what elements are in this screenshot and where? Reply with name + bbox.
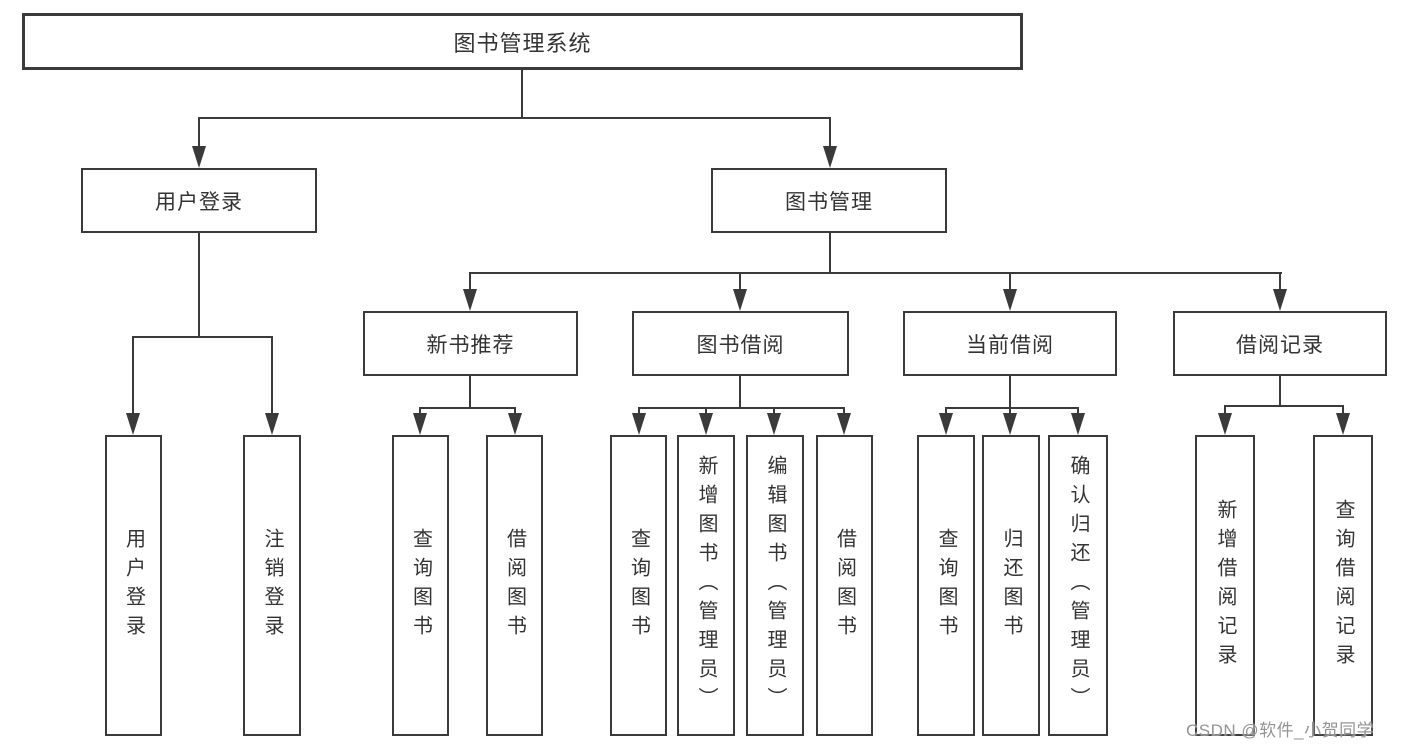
connector-borrow-records-stem bbox=[1279, 376, 1281, 405]
node-borrowing-records-label: 借阅记录 bbox=[1236, 333, 1324, 357]
leaf-add-books-admin: 新增图书（管理员） bbox=[677, 435, 735, 736]
node-new-book-recommend-label: 新书推荐 bbox=[426, 333, 515, 357]
arrowhead-leaf-4 bbox=[508, 413, 522, 435]
connector-new-books-stem bbox=[469, 376, 471, 407]
leaf-borrow-books-1-label: 借阅图书 bbox=[503, 527, 526, 644]
leaf-edit-books-admin: 编辑图书（管理员） bbox=[746, 435, 804, 736]
leaf-borrow-books-2: 借阅图书 bbox=[816, 435, 873, 736]
leaf-logout: 注销登录 bbox=[243, 435, 301, 736]
connector-borrow-records-rail bbox=[1224, 405, 1344, 407]
arrowhead-leaf-7 bbox=[767, 413, 781, 435]
node-root: 图书管理系统 bbox=[22, 13, 1023, 70]
connector-root-rail bbox=[198, 117, 831, 119]
connector-user-login-stem bbox=[198, 233, 200, 336]
leaf-borrow-books-2-label: 借阅图书 bbox=[833, 527, 856, 644]
arrowhead-user-login bbox=[192, 146, 206, 168]
node-book-borrowing: 图书借阅 bbox=[632, 311, 849, 376]
connector-root-stem bbox=[521, 70, 523, 117]
connector-new-books-rail bbox=[419, 407, 516, 409]
leaf-borrow-books-1: 借阅图书 bbox=[486, 435, 543, 736]
leaf-add-borrow-record-label: 新增借阅记录 bbox=[1214, 498, 1236, 673]
arrowhead-leaf-9 bbox=[939, 413, 953, 435]
leaf-query-books-3: 查询图书 bbox=[917, 435, 975, 736]
connector-drop-book-borrow bbox=[739, 272, 741, 304]
connector-book-mgmt-rail bbox=[469, 272, 1282, 274]
connector-drop-user-login bbox=[198, 117, 200, 162]
connector-drop-leaf-2 bbox=[271, 336, 273, 428]
connector-drop-new-books bbox=[469, 272, 471, 304]
connector-drop-current-borrow bbox=[1009, 272, 1011, 304]
connector-book-borrow-stem bbox=[739, 376, 741, 407]
connector-user-login-rail bbox=[132, 336, 273, 338]
arrowhead-book-mgmt bbox=[823, 146, 837, 168]
arrowhead-leaf-3 bbox=[413, 413, 427, 435]
leaf-edit-books-admin-label: 编辑图书（管理员） bbox=[764, 455, 786, 716]
arrowhead-leaf-8 bbox=[837, 413, 851, 435]
leaf-return-books-label: 归还图书 bbox=[1000, 527, 1022, 644]
arrowhead-leaf-6 bbox=[699, 413, 713, 435]
connector-book-borrow-rail bbox=[638, 407, 845, 409]
leaf-logout-label: 注销登录 bbox=[261, 527, 283, 644]
connector-current-borrow-rail bbox=[945, 407, 1079, 409]
leaf-return-books: 归还图书 bbox=[982, 435, 1040, 736]
arrowhead-leaf-5 bbox=[632, 413, 646, 435]
node-user-login: 用户登录 bbox=[81, 168, 317, 233]
arrowhead-borrow-records bbox=[1273, 289, 1287, 311]
connector-drop-borrow-records bbox=[1279, 272, 1281, 304]
leaf-query-books-1-label: 查询图书 bbox=[409, 527, 432, 644]
node-current-borrowing-label: 当前借阅 bbox=[966, 333, 1054, 357]
node-root-label: 图书管理系统 bbox=[453, 30, 592, 56]
arrowhead-leaf-12 bbox=[1218, 413, 1232, 435]
connector-book-mgmt-stem bbox=[829, 233, 831, 272]
node-current-borrowing: 当前借阅 bbox=[903, 311, 1117, 376]
arrowhead-leaf-13 bbox=[1336, 413, 1350, 435]
arrowhead-new-books bbox=[463, 289, 477, 311]
arrowhead-current-borrow bbox=[1003, 289, 1017, 311]
connector-drop-book-mgmt bbox=[829, 117, 831, 162]
connector-current-borrow-stem bbox=[1009, 376, 1011, 407]
node-book-management-label: 图书管理 bbox=[785, 190, 873, 214]
leaf-query-borrow-record: 查询借阅记录 bbox=[1313, 435, 1373, 736]
arrowhead-book-borrow bbox=[733, 289, 747, 311]
leaf-user-login: 用户登录 bbox=[105, 435, 162, 736]
leaf-user-login-label: 用户登录 bbox=[122, 527, 145, 644]
arrowhead-leaf-11 bbox=[1071, 413, 1085, 435]
csdn-watermark: CSDN @软件_小贺同学 bbox=[1186, 721, 1375, 740]
leaf-query-books-1: 查询图书 bbox=[392, 435, 449, 736]
node-book-management: 图书管理 bbox=[711, 168, 947, 233]
node-user-login-label: 用户登录 bbox=[155, 190, 243, 214]
leaf-query-books-2: 查询图书 bbox=[610, 435, 667, 736]
node-new-book-recommend: 新书推荐 bbox=[363, 311, 578, 376]
arrowhead-leaf-2 bbox=[265, 413, 279, 435]
node-borrowing-records: 借阅记录 bbox=[1173, 311, 1387, 376]
leaf-add-borrow-record: 新增借阅记录 bbox=[1195, 435, 1255, 736]
leaf-query-borrow-record-label: 查询借阅记录 bbox=[1332, 498, 1354, 673]
leaf-confirm-return-admin-label: 确认归还（管理员） bbox=[1067, 455, 1089, 716]
arrowhead-leaf-10 bbox=[1003, 413, 1017, 435]
node-book-borrowing-label: 图书借阅 bbox=[696, 333, 785, 357]
leaf-query-books-3-label: 查询图书 bbox=[935, 527, 957, 644]
leaf-confirm-return-admin: 确认归还（管理员） bbox=[1048, 435, 1108, 736]
connector-drop-leaf-1 bbox=[132, 336, 134, 428]
arrowhead-leaf-1 bbox=[126, 413, 140, 435]
leaf-query-books-2-label: 查询图书 bbox=[627, 527, 650, 644]
leaf-add-books-admin-label: 新增图书（管理员） bbox=[695, 455, 717, 716]
